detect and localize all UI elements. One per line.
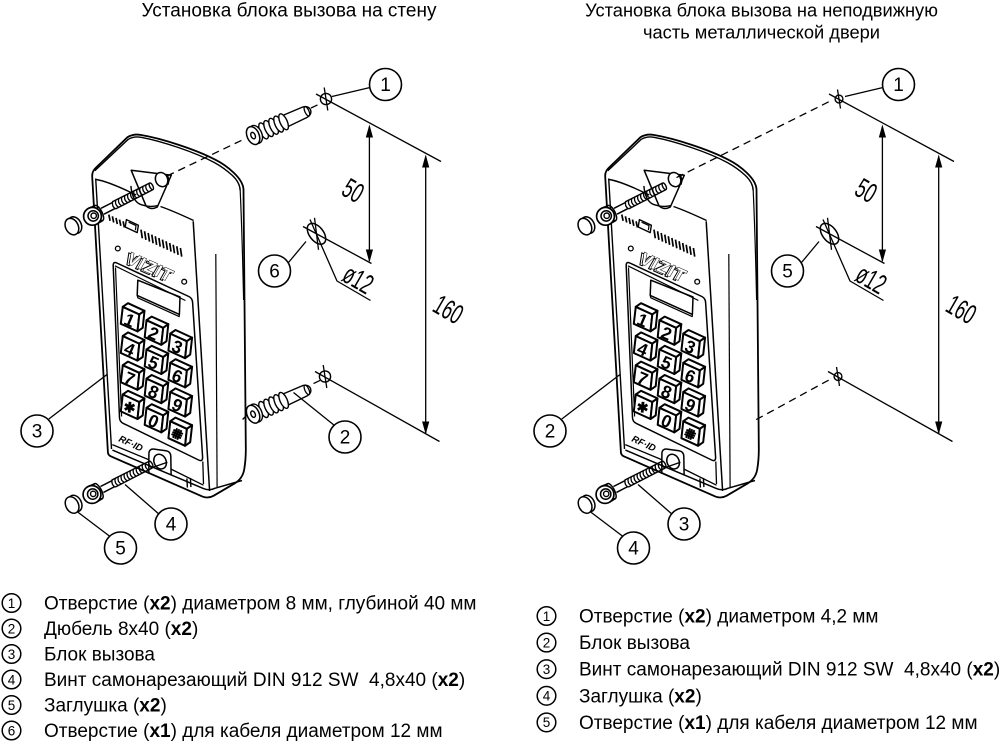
svg-text:5: 5 [543,715,551,730]
svg-text:2: 2 [543,635,551,650]
svg-text:3: 3 [8,647,16,662]
svg-text:Винт самонарезающий DIN 912 SW: Винт самонарезающий DIN 912 SW 4,8х40 (х… [44,670,465,691]
svg-text:3: 3 [679,515,690,536]
svg-text:часть металлической двери: часть металлической двери [643,22,880,43]
svg-text:4: 4 [543,689,551,704]
svg-text:2: 2 [340,428,351,449]
svg-text:Установка блока вызова на стен: Установка блока вызова на стену [142,1,437,22]
svg-text:Блок вызова: Блок вызова [579,633,690,654]
svg-text:1: 1 [893,75,904,96]
svg-text:3: 3 [543,662,551,677]
svg-text:1: 1 [380,75,391,96]
svg-text:Заглушка (х2): Заглушка (х2) [579,686,702,707]
svg-text:4: 4 [628,539,639,560]
svg-text:1: 1 [543,609,551,624]
svg-text:Отверстие (х2) диаметром 4,2 м: Отверстие (х2) диаметром 4,2 мм [579,607,879,628]
svg-text:Заглушка (х2): Заглушка (х2) [44,696,167,717]
svg-text:Отверстие (х1) для кабеля диам: Отверстие (х1) для кабеля диаметром 12 м… [44,721,443,742]
svg-text:Дюбель 8х40 (х2): Дюбель 8х40 (х2) [44,619,198,640]
svg-text:1: 1 [8,596,16,611]
svg-text:6: 6 [8,723,16,738]
svg-text:2: 2 [8,621,16,636]
svg-text:5: 5 [8,698,16,713]
svg-text:Установка блока вызова на непо: Установка блока вызова на неподвижную [585,0,938,21]
svg-text:Отверстие (х1) для кабеля диам: Отверстие (х1) для кабеля диаметром 12 м… [579,713,978,734]
svg-text:6: 6 [269,262,280,283]
svg-text:4: 4 [166,515,177,536]
svg-text:4: 4 [8,672,16,687]
svg-text:5: 5 [115,539,126,560]
svg-text:Блок вызова: Блок вызова [44,645,155,666]
svg-text:2: 2 [545,422,556,443]
svg-text:Отверстие (х2) диаметром 8 мм,: Отверстие (х2) диаметром 8 мм, глубиной … [44,594,477,615]
svg-text:5: 5 [782,262,793,283]
svg-text:Винт самонарезающий DIN 912 SW: Винт самонарезающий DIN 912 SW 4,8х40 (х… [579,660,1000,681]
svg-text:3: 3 [32,422,43,443]
